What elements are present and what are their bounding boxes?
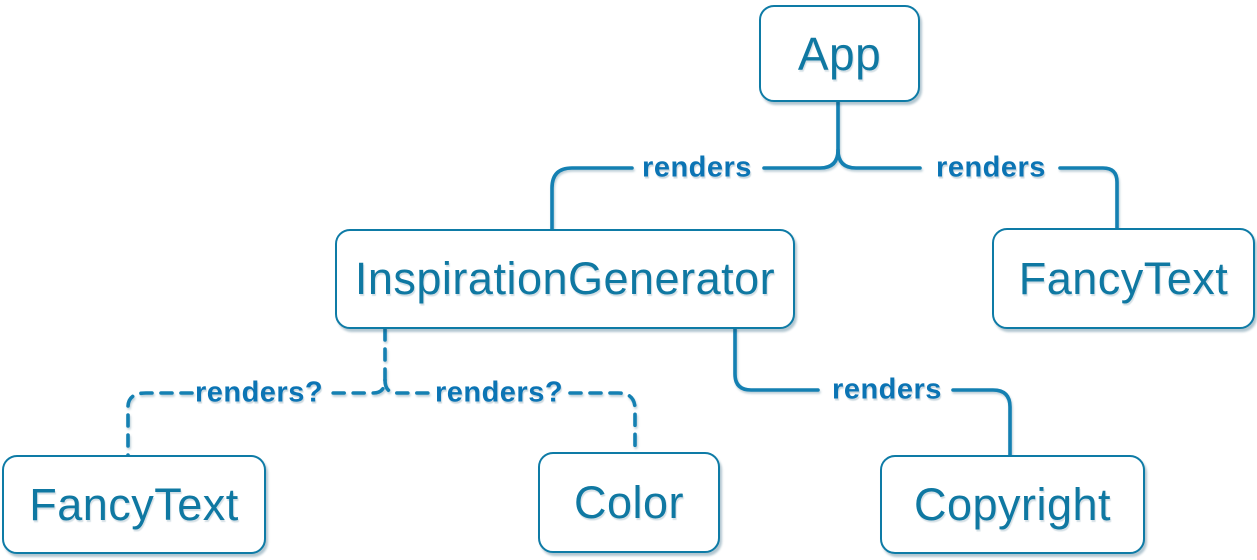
node-color: Color <box>538 452 720 553</box>
edge-label-inspirationgenerator-fancytext: renders? <box>194 376 324 409</box>
edge-label-app-fancytext: renders <box>936 151 1046 184</box>
node-fancytext-top: FancyText <box>992 228 1255 329</box>
node-fancytext-bottom: FancyText <box>2 455 266 554</box>
node-label: FancyText <box>29 478 239 530</box>
node-label: App <box>797 27 882 80</box>
node-label: Copyright <box>913 478 1112 530</box>
node-app: App <box>759 5 920 102</box>
node-label: InspirationGenerator <box>354 253 776 304</box>
edge-label-app-inspirationgenerator: renders <box>642 151 752 184</box>
node-label: Color <box>573 476 685 528</box>
edge-label-inspirationgenerator-copyright: renders <box>832 373 942 406</box>
node-copyright: Copyright <box>880 455 1145 554</box>
node-inspirationgenerator: InspirationGenerator <box>335 229 795 329</box>
node-label: FancyText <box>1018 252 1229 304</box>
edge-label-inspirationgenerator-color: renders? <box>434 376 564 409</box>
